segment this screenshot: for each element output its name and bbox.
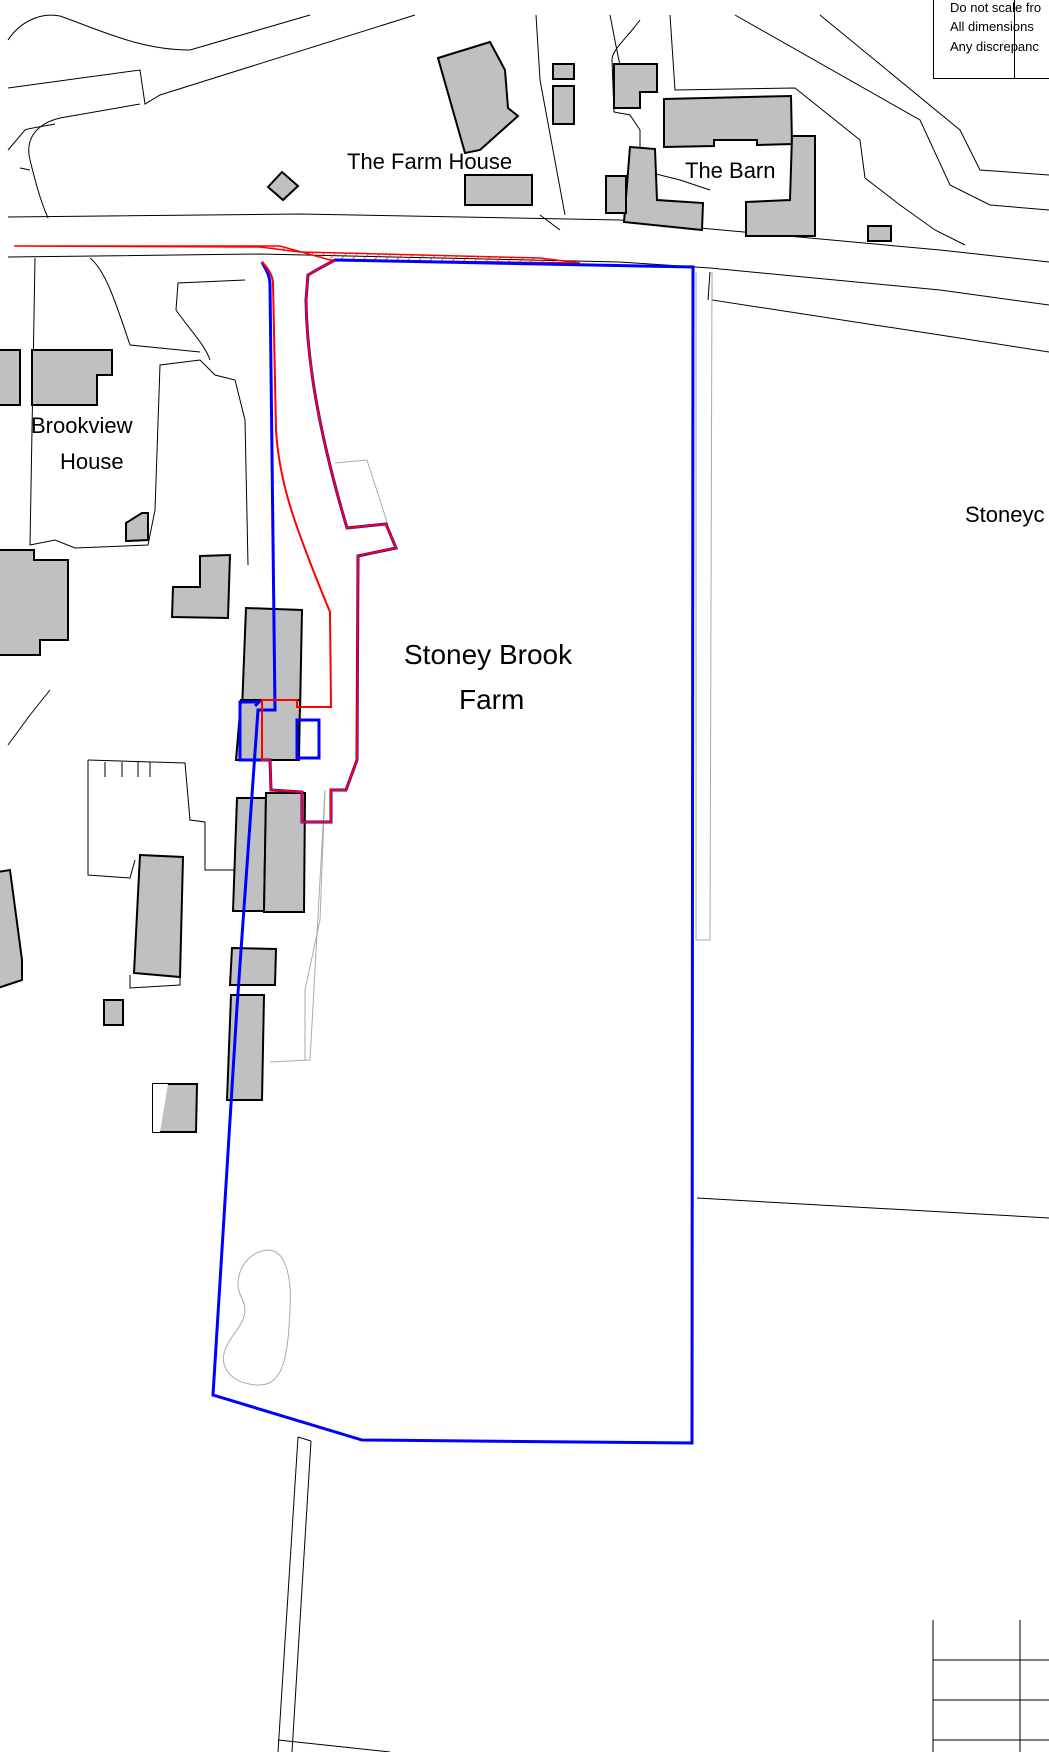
lane-loop-inner: [7, 123, 56, 151]
label-brookview-1: Brookview: [31, 413, 133, 438]
building-brookview-shed: [125, 512, 149, 543]
yard-blue-square: [295, 718, 321, 760]
south-track-top: [297, 1436, 312, 1442]
building-small-5: [103, 999, 124, 1026]
building-small-1: [552, 63, 575, 80]
building-yard-5: [228, 946, 278, 986]
brookview-drive-2: [175, 279, 246, 361]
label-site-name-1: Stoney Brook: [404, 639, 573, 670]
building-diamond: [266, 170, 300, 202]
label-barn: The Barn: [685, 158, 776, 183]
westplot-line-2: [87, 760, 136, 879]
pond-outline: [223, 1249, 291, 1386]
note-line-1: Do not scale fro: [950, 0, 1042, 15]
titleblock-grid: [932, 1620, 1049, 1752]
plot-line-c: [734, 14, 1049, 211]
yard-curve-faint: [304, 789, 326, 1060]
building-farmhouse-annex: [464, 174, 533, 206]
building-yard-4: [262, 792, 307, 913]
building-barn-west: [622, 145, 705, 232]
building-brookview: [31, 349, 113, 406]
building-west-2: [0, 549, 69, 656]
building-west-5: [132, 853, 185, 979]
plot-line-b: [669, 14, 866, 179]
building-yard-7-open: [153, 1084, 168, 1132]
east-boundary-hedge: [707, 271, 711, 301]
lane-edge-outer: [7, 14, 311, 51]
building-west-4: [0, 868, 23, 989]
building-barn-east: [745, 135, 816, 237]
building-small-4: [867, 225, 892, 242]
farmhouse-plot: [19, 14, 566, 231]
visibility-splay-hatched: [13, 245, 581, 264]
westplot-ticks: [104, 762, 151, 777]
note-line-2: All dimensions: [950, 19, 1034, 34]
label-brookview-2: House: [60, 449, 124, 474]
westplot-line-3: [87, 759, 240, 871]
buildings: [0, 40, 892, 1133]
building-ne-1: [613, 63, 658, 109]
plot-line-f: [611, 19, 711, 191]
access-redline: [261, 259, 398, 823]
building-yard-1: [240, 606, 304, 714]
label-site-name-2: Farm: [459, 684, 524, 715]
westplot-line: [7, 689, 51, 746]
label-farm-house: The Farm House: [347, 149, 512, 174]
brookview-boundary: [29, 257, 249, 566]
east-hedge-faint: [695, 271, 713, 941]
building-west-edge-1: [0, 349, 21, 406]
building-small-3: [605, 175, 627, 214]
lane-loop: [28, 103, 141, 219]
south-track-right: [291, 1440, 312, 1752]
brookview-drive: [89, 257, 201, 353]
building-barn-main: [663, 94, 794, 149]
drawing-notes-box: Do not scale fro All dimensions Any disc…: [933, 0, 1049, 79]
label-stoneyc: Stoneyc: [965, 502, 1045, 527]
faint-linework: [223, 271, 713, 1386]
south-field-line: [277, 1739, 391, 1752]
plot-line-e: [864, 177, 966, 246]
building-west-3: [170, 553, 232, 620]
east-field-line: [696, 1197, 1049, 1219]
building-small-2: [552, 85, 575, 125]
plot-line-d: [819, 14, 1049, 176]
westplot-line-4: [129, 975, 181, 989]
south-track-left: [277, 1436, 299, 1752]
yard-outline-faint: [269, 459, 389, 1063]
lane-edge-inner: [7, 14, 416, 105]
note-line-3: Any discrepanc: [950, 39, 1039, 54]
notes-divider: [1014, 0, 1015, 78]
building-farmhouse-main: [436, 40, 520, 155]
